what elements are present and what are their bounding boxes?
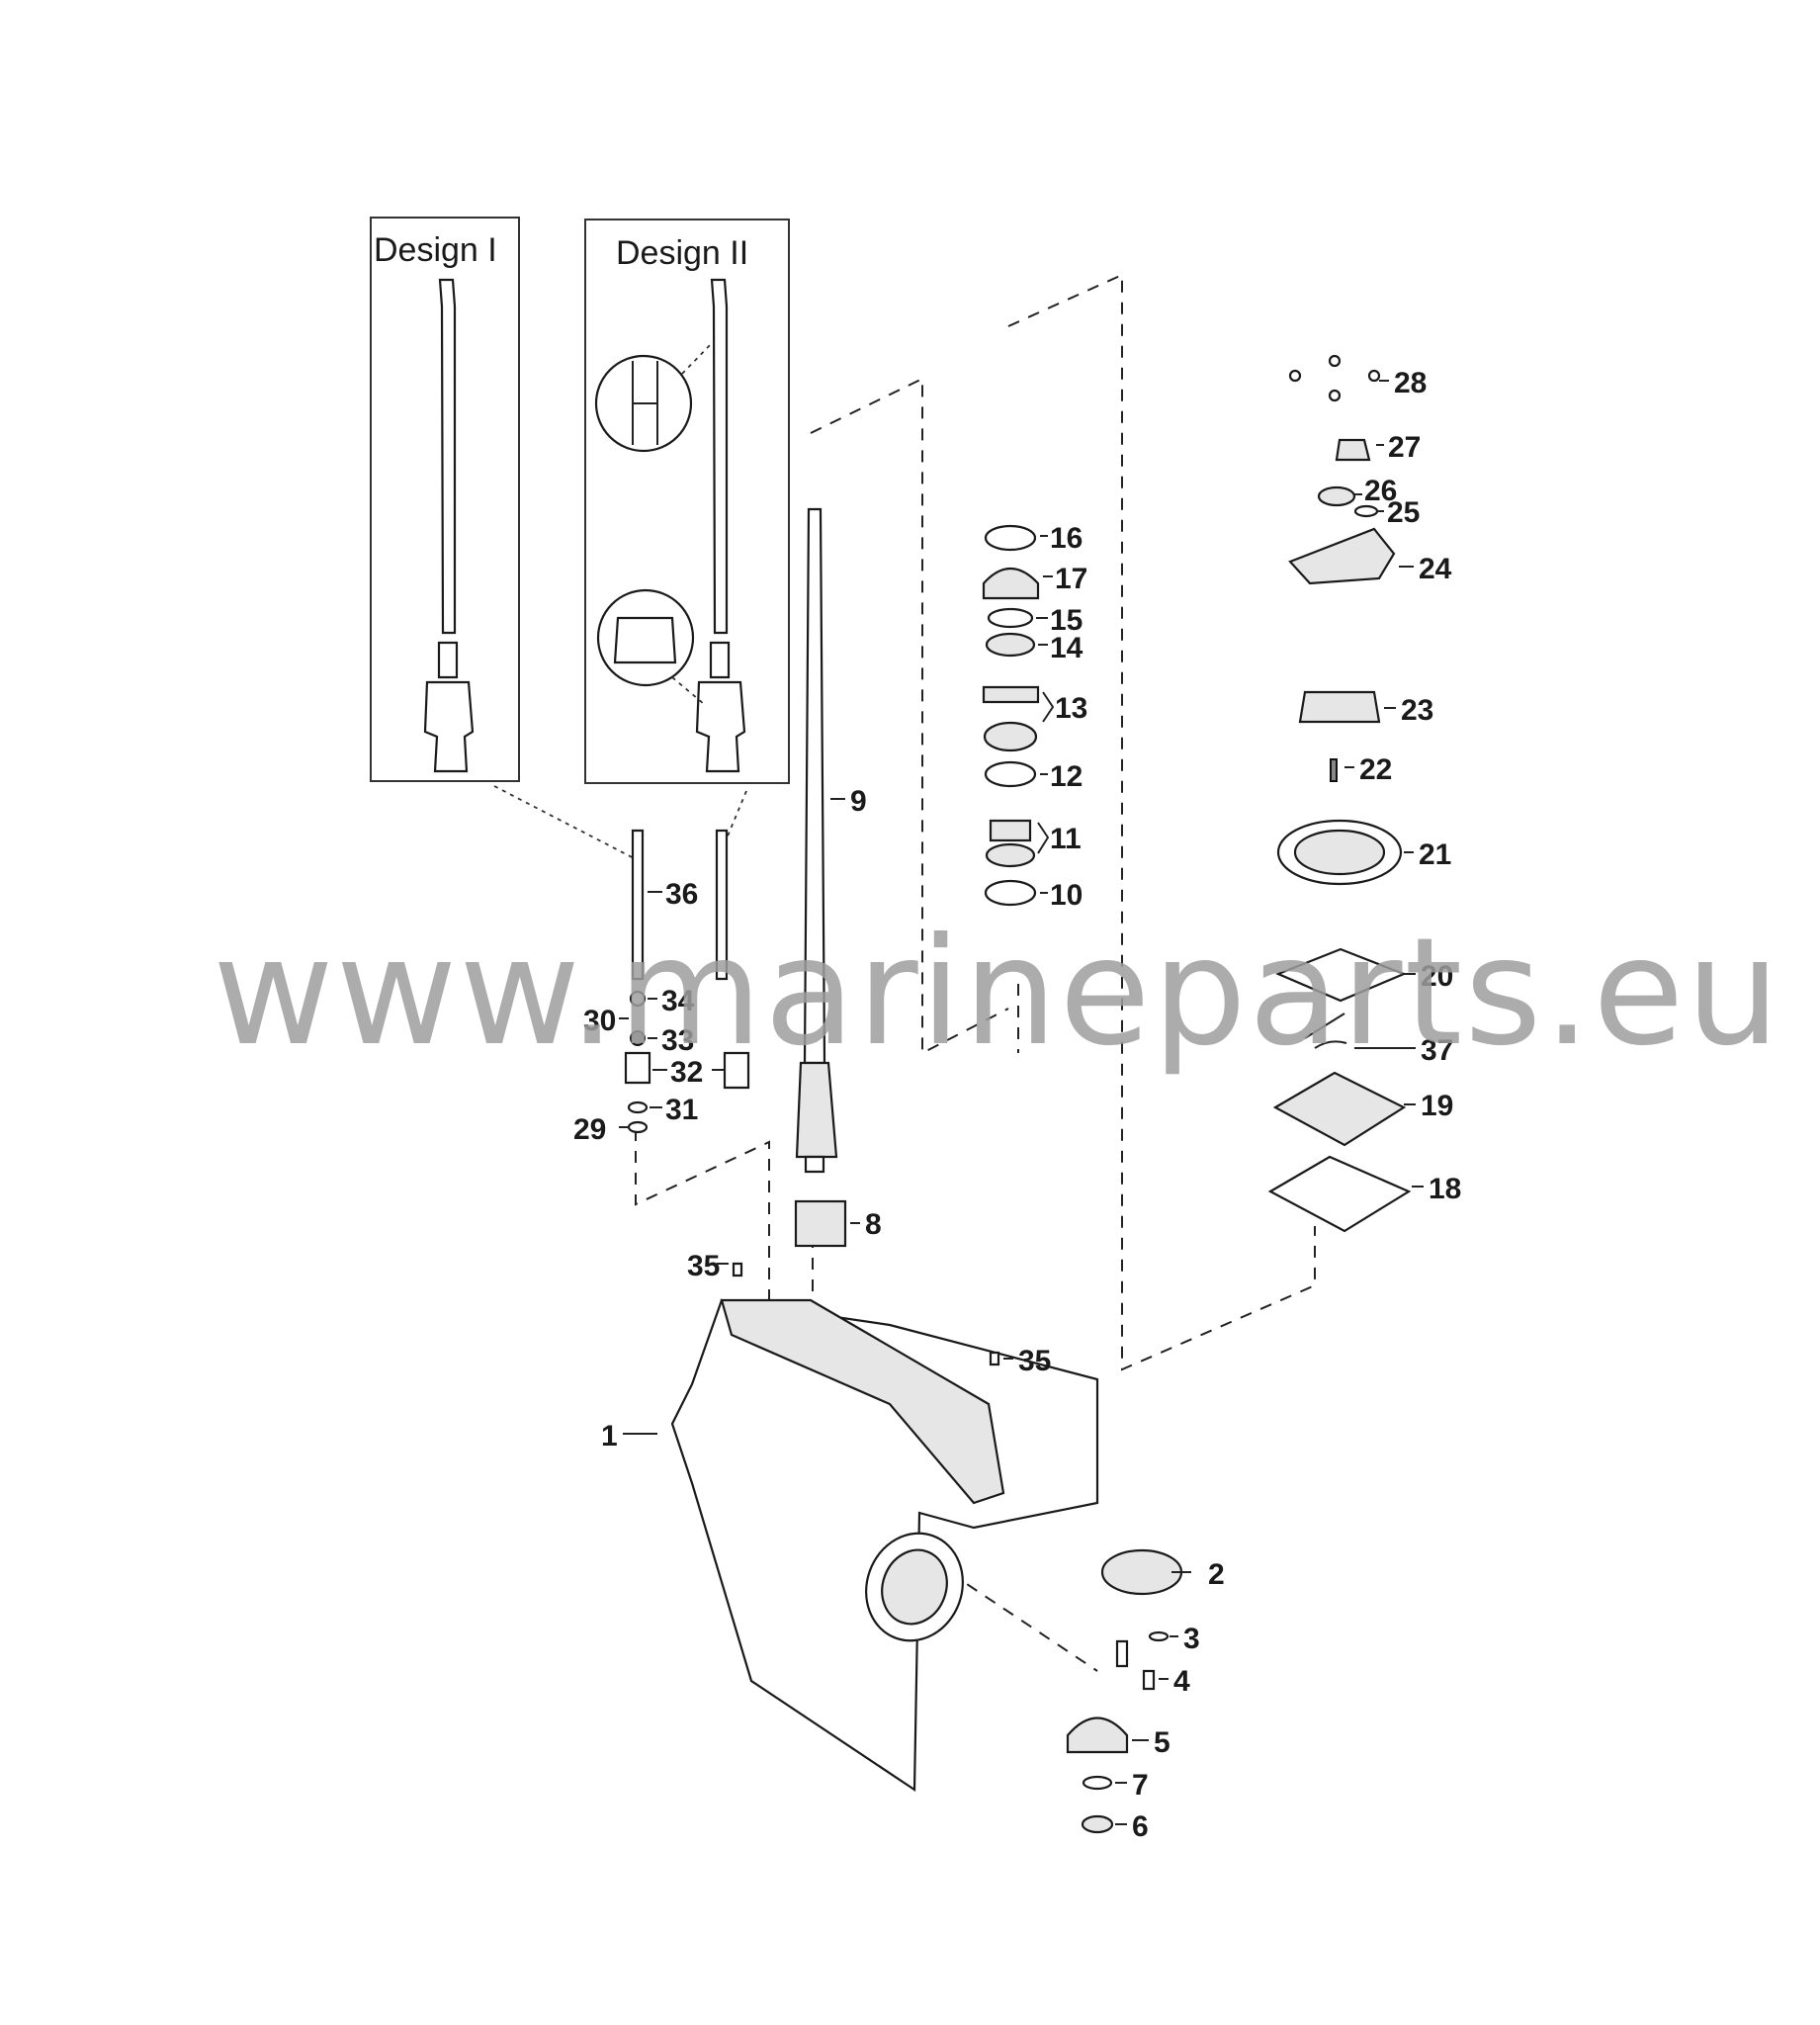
callout-22: 22 (1359, 753, 1392, 786)
callout-9: 9 (850, 785, 867, 818)
callout-18: 18 (1429, 1173, 1461, 1205)
callout-1: 1 (601, 1420, 618, 1453)
callout-35-left: 35 (687, 1250, 720, 1282)
design-2-inset: Design II (584, 219, 790, 784)
design-1-label: Design I (374, 231, 497, 269)
design-2-label: Design II (616, 234, 748, 272)
watermark-text: www.marineparts.eu (213, 907, 1782, 1079)
callout-33: 33 (661, 1024, 694, 1057)
callout-4: 4 (1173, 1665, 1190, 1698)
callout-17: 17 (1055, 563, 1087, 595)
callout-3: 3 (1183, 1623, 1200, 1655)
callout-13: 13 (1055, 692, 1087, 725)
callout-26: 26 (1364, 475, 1397, 507)
callout-14: 14 (1050, 632, 1083, 664)
callout-5: 5 (1154, 1726, 1170, 1759)
callout-29: 29 (573, 1113, 606, 1146)
callout-2: 2 (1208, 1558, 1225, 1591)
callout-8: 8 (865, 1208, 882, 1241)
callout-21: 21 (1419, 838, 1451, 871)
callout-36: 36 (665, 878, 698, 911)
design-1-inset: Design I (370, 217, 520, 782)
callout-34: 34 (661, 985, 695, 1017)
callout-28: 28 (1394, 367, 1427, 399)
callout-31: 31 (665, 1094, 698, 1126)
water-pump-stack (1267, 354, 1412, 1233)
callout-37: 37 (1421, 1034, 1453, 1067)
drive-shaft (795, 507, 838, 1174)
callout-6: 6 (1132, 1810, 1149, 1843)
callout-25: 25 (1387, 496, 1420, 529)
gear-housing (670, 1298, 1099, 1793)
lower-parts (732, 1262, 1183, 1834)
leader-lines (619, 380, 1424, 1825)
callout-7: 7 (1132, 1769, 1149, 1802)
callout-27: 27 (1388, 431, 1421, 464)
callout-35-right: 35 (1018, 1345, 1051, 1377)
callout-15: 15 (1050, 604, 1083, 637)
callout-24: 24 (1419, 553, 1452, 585)
callout-labels: 1 2 3 4 5 6 7 8 9 10 11 12 13 14 15 16 1… (573, 367, 1461, 1843)
callout-19: 19 (1421, 1090, 1453, 1122)
callout-12: 12 (1050, 760, 1083, 793)
seal-stack (982, 524, 1040, 907)
callout-32: 32 (670, 1056, 703, 1089)
needle-bearing (794, 1199, 847, 1248)
callout-30: 30 (583, 1005, 616, 1037)
shift-shafts (624, 829, 750, 1134)
callout-10: 10 (1050, 879, 1083, 912)
callout-20: 20 (1421, 960, 1453, 993)
callout-11: 11 (1050, 823, 1082, 855)
callout-16: 16 (1050, 522, 1083, 555)
callout-23: 23 (1401, 694, 1433, 727)
